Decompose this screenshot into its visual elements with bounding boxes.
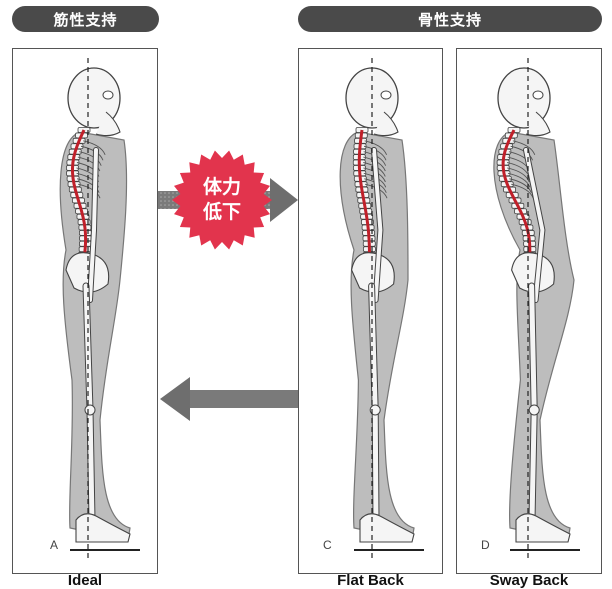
panel-letter-a: A	[50, 538, 58, 552]
figure-flat-back	[340, 58, 424, 562]
eye-socket	[533, 91, 543, 99]
knee	[529, 405, 539, 415]
caption-flat-back: Flat Back	[298, 572, 443, 589]
caption-sway-back: Sway Back	[456, 572, 602, 589]
figure-ideal	[60, 58, 140, 562]
figure-sway-back	[494, 58, 580, 562]
eye-socket	[381, 91, 391, 99]
panel-letter-d: D	[481, 538, 490, 552]
knee	[85, 405, 95, 415]
leg-bone	[532, 286, 535, 520]
eye-socket	[103, 91, 113, 99]
panel-letter-c: C	[323, 538, 332, 552]
caption-ideal: Ideal	[12, 572, 158, 589]
